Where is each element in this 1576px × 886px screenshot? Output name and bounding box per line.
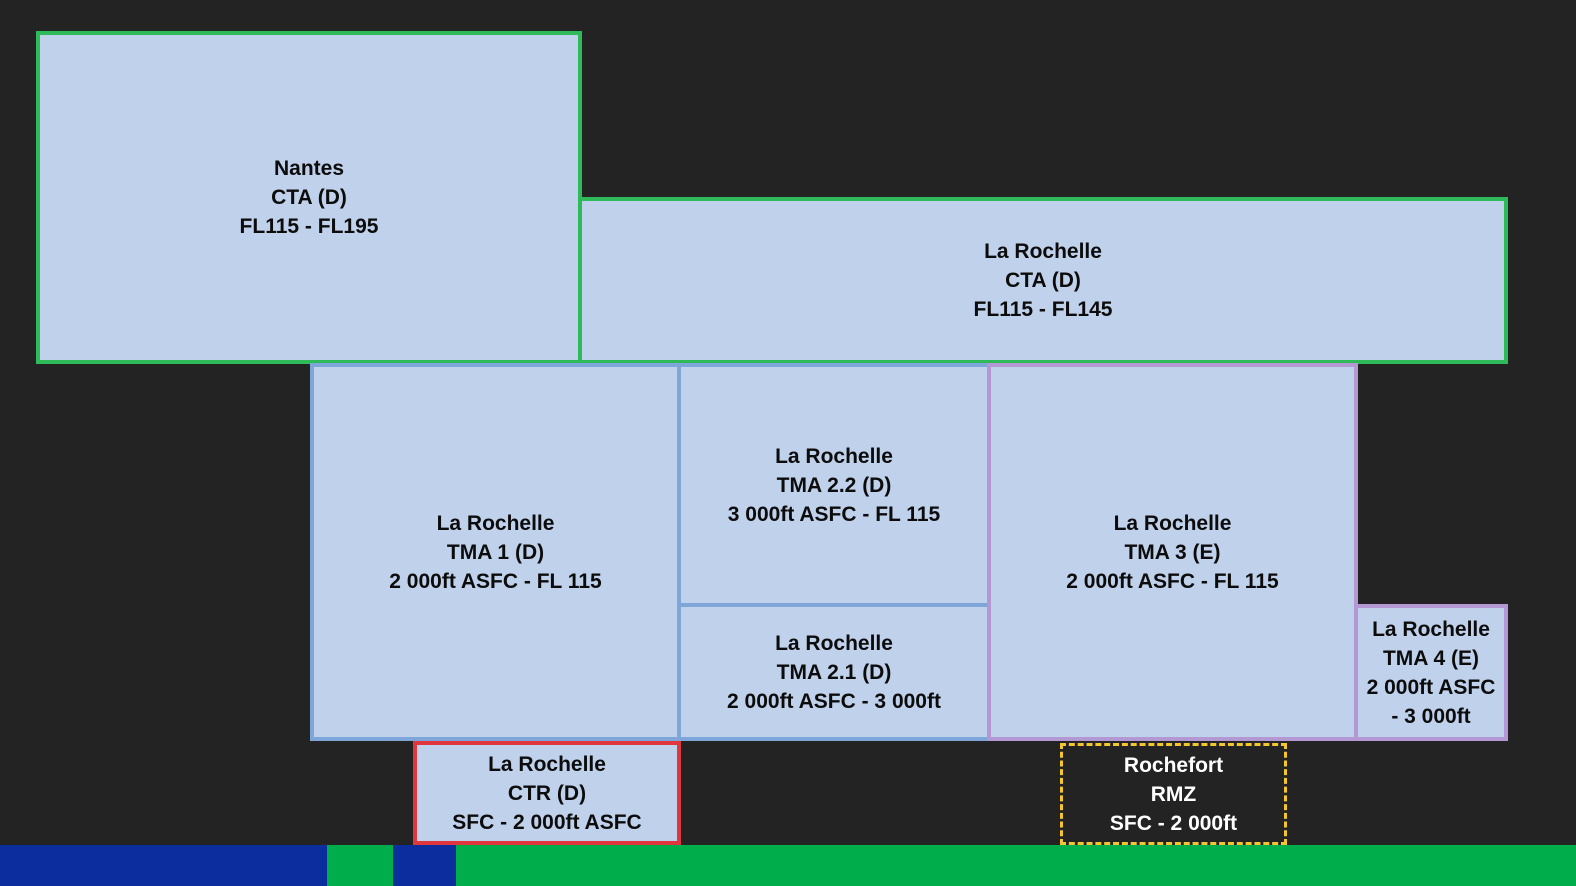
bottom-bar-blue-small	[393, 845, 456, 886]
zone-name: Rochefort	[1123, 753, 1224, 777]
bottom-bar-green-right	[456, 845, 1576, 886]
zone-limits-line1: 2 000ft ASFC	[1366, 675, 1496, 699]
zone-limits: 2 000ft ASFC - 3 000ft	[727, 689, 941, 713]
zone-la-rochelle-tma2-1: La Rochelle TMA 2.1 (D) 2 000ft ASFC - 3…	[677, 603, 991, 741]
zone-la-rochelle-tma4: La Rochelle TMA 4 (E) 2 000ft ASFC - 3 0…	[1354, 604, 1508, 741]
zone-class: TMA 3 (E)	[1124, 540, 1221, 564]
zone-class: TMA 2.2 (D)	[776, 473, 892, 497]
zone-name: La Rochelle	[775, 444, 893, 468]
zone-limits: FL115 - FL145	[973, 298, 1113, 321]
zone-limits: FL115 - FL195	[239, 215, 379, 238]
zone-limits: SFC - 2 000ft	[1109, 811, 1238, 835]
zone-name: La Rochelle	[488, 752, 606, 776]
zone-class: CTA (D)	[271, 186, 347, 209]
zone-limits-line2: - 3 000ft	[1391, 704, 1471, 728]
zone-la-rochelle-tma3: La Rochelle TMA 3 (E) 2 000ft ASFC - FL …	[987, 363, 1358, 741]
zone-la-rochelle-cta: La Rochelle CTA (D) FL115 - FL145	[578, 197, 1508, 364]
zone-la-rochelle-tma1: La Rochelle TMA 1 (D) 2 000ft ASFC - FL …	[310, 363, 681, 741]
zone-limits: SFC - 2 000ft ASFC	[452, 810, 642, 834]
zone-class: TMA 4 (E)	[1382, 646, 1480, 670]
zone-la-rochelle-ctr: La Rochelle CTR (D) SFC - 2 000ft ASFC	[413, 741, 681, 845]
zone-class: TMA 2.1 (D)	[776, 660, 892, 684]
zone-la-rochelle-tma2-2: La Rochelle TMA 2.2 (D) 3 000ft ASFC - F…	[677, 363, 991, 607]
bottom-bar-blue-left	[0, 845, 327, 886]
zone-rochefort-rmz: Rochefort RMZ SFC - 2 000ft	[1060, 743, 1287, 845]
zone-limits: 3 000ft ASFC - FL 115	[727, 502, 941, 526]
zone-limits: 2 000ft ASFC - FL 115	[1066, 569, 1279, 593]
zone-name: La Rochelle	[775, 631, 893, 655]
zone-class: RMZ	[1150, 782, 1197, 806]
zone-limits: 2 000ft ASFC - FL 115	[389, 569, 602, 593]
zone-class: TMA 1 (D)	[446, 540, 545, 564]
zone-name: La Rochelle	[984, 240, 1102, 263]
zone-name: La Rochelle	[436, 511, 555, 535]
bottom-bar-green-small	[327, 845, 393, 886]
zone-name: Nantes	[273, 157, 345, 180]
zone-name: La Rochelle	[1113, 511, 1232, 535]
zone-nantes-cta: Nantes CTA (D) FL115 - FL195	[36, 31, 582, 364]
zone-name: La Rochelle	[1372, 617, 1490, 641]
zone-class: CTR (D)	[507, 781, 587, 805]
zone-class: CTA (D)	[1005, 269, 1081, 292]
